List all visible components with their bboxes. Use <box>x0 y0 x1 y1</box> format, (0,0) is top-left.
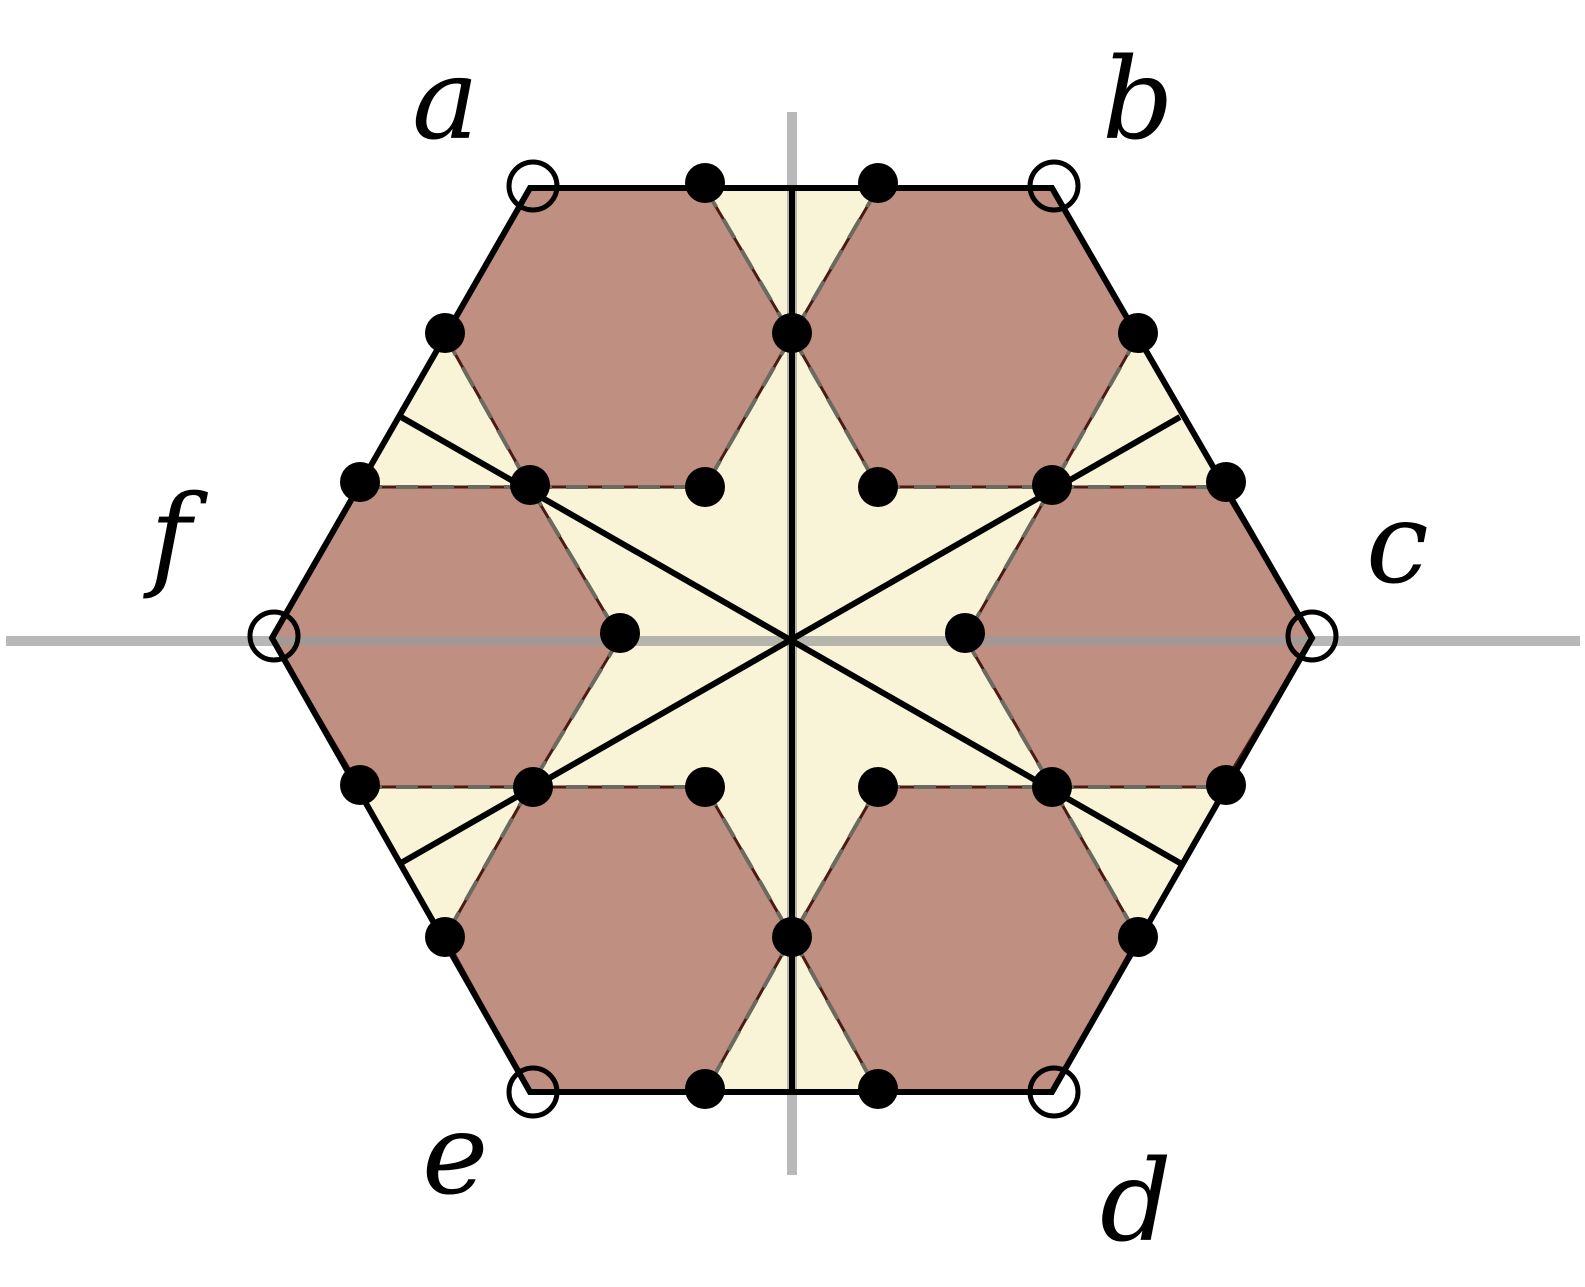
label-c: c <box>1366 479 1429 609</box>
dot <box>858 467 898 507</box>
dot <box>685 1069 725 1109</box>
dot <box>772 313 812 353</box>
dot <box>340 765 380 805</box>
label-b: b <box>1102 35 1174 165</box>
dot <box>600 613 640 653</box>
dot <box>1118 313 1158 353</box>
dot <box>685 163 725 203</box>
dot <box>425 313 465 353</box>
dot <box>945 613 985 653</box>
dot <box>772 917 812 957</box>
dot <box>510 465 550 505</box>
vertex-open-circles <box>247 159 1339 1119</box>
label-e: e <box>422 1090 488 1220</box>
dot <box>858 163 898 203</box>
dot <box>685 767 725 807</box>
open-circle-a <box>506 159 560 213</box>
open-circle-c <box>1285 609 1339 663</box>
open-circle-b <box>1027 159 1081 213</box>
dot <box>1206 462 1246 502</box>
open-circle-d <box>1027 1065 1081 1119</box>
label-a: a <box>412 35 479 165</box>
dot <box>340 462 380 502</box>
label-f: f <box>143 472 209 602</box>
dot <box>1206 765 1246 805</box>
dot <box>425 917 465 957</box>
dashed-edges <box>360 186 1222 1093</box>
filled-dots <box>340 163 1246 1109</box>
open-circle-f <box>247 609 301 663</box>
brown-regions <box>270 186 1314 1094</box>
open-circle-e <box>506 1065 560 1119</box>
dot <box>858 1069 898 1109</box>
hexagon-outline <box>268 185 1316 1095</box>
dot <box>513 767 553 807</box>
label-d: d <box>1100 1137 1172 1267</box>
dot <box>685 467 725 507</box>
dot <box>1032 767 1072 807</box>
dot <box>1032 465 1072 505</box>
dot <box>1118 917 1158 957</box>
dot <box>858 767 898 807</box>
